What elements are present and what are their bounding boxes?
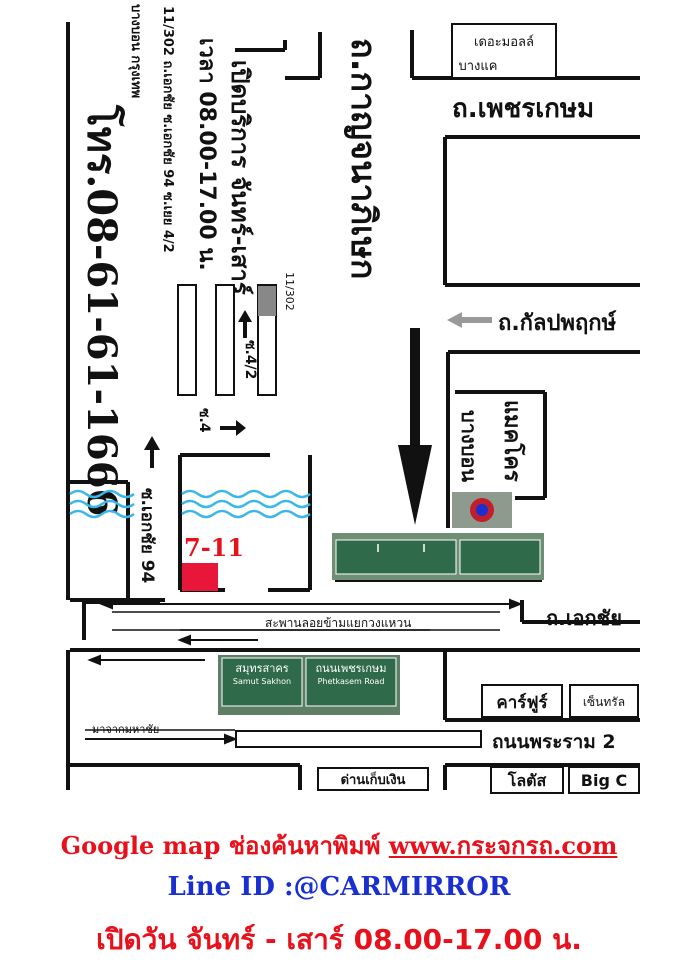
- lotus-box: [490, 766, 564, 794]
- phone-number: โทร.08-61-61-1666: [78, 104, 125, 516]
- the-mall-label-1: เดอะมอลล์: [474, 34, 534, 50]
- tollgate-box: [317, 767, 429, 791]
- pttsign-photo: [452, 492, 512, 528]
- makro-label: แมคโคร: [499, 400, 526, 482]
- road-lanes: [85, 611, 500, 731]
- road-ekkachai: ถ.เอกชัย: [546, 606, 622, 630]
- main-direction-arrow: [398, 328, 432, 525]
- open-hours-line1: เปิดบริการ จันทร์-เสาร์: [226, 60, 254, 295]
- road-rama2: ถนนพระราม 2: [492, 731, 616, 753]
- open-days: เปิดวัน จันทร์ - เสาร์ 08.00-17.00 น.: [96, 923, 582, 956]
- central-label: เซ็นทรัล: [583, 694, 625, 709]
- road-kanlapaphruek: ถ.กัลปพฤกษ์: [498, 310, 617, 336]
- sign-left-bottom: Samut Sakhon: [233, 677, 291, 686]
- small-arrows: [144, 310, 252, 468]
- soi-4-2: ซ.4/2: [242, 340, 258, 379]
- bigc-label: Big C: [581, 771, 627, 790]
- seven-eleven-marker: [182, 563, 218, 591]
- open-hours-line2: เวลา 08.00-17.00 น.: [194, 38, 219, 271]
- carrefour-label: คาร์ฟูร์: [496, 692, 548, 714]
- road-phetkasem: ถ.เพชรเกษม: [452, 94, 594, 124]
- highway-sign-top: [332, 533, 544, 580]
- google-map-prefix: Google map ช่องค้นหาพิมพ์: [60, 831, 389, 860]
- sign-left-top: สมุทรสาคร: [235, 662, 288, 675]
- tollgate-label: ด่านเก็บเงิน: [341, 770, 406, 788]
- canal: [69, 489, 311, 519]
- soi-4: ซ.4: [196, 408, 212, 433]
- website-link[interactable]: www.กระจกรถ.com: [388, 831, 618, 860]
- road-kanchanaphisek: ถ.กาญจนาภิเษก: [343, 38, 383, 279]
- the-mall-label-2: บางแค: [459, 59, 498, 74]
- house-number: 11/302: [283, 272, 296, 311]
- line-id: Line ID :@CARMIRROR: [167, 872, 511, 902]
- seven-eleven-label: 7-11: [184, 533, 244, 562]
- highway-sign-bottom: สมุทรสาคร Samut Sakhon ถนนเพชรเกษม Phetk…: [218, 655, 400, 715]
- carrefour-box: [481, 684, 563, 718]
- rama2-road: [235, 730, 482, 748]
- google-map-line: Google map ช่องค้นหาพิมพ์ www.กระจกรถ.co…: [0, 826, 678, 865]
- sign-right-top: ถนนเพชรเกษม: [315, 662, 386, 675]
- bigc-box: [568, 766, 640, 794]
- address-line2: บางบอน กรุงเทพ: [128, 4, 143, 98]
- lotus-label: โลตัส: [507, 770, 547, 790]
- makro-sub-label: บางบอน: [457, 410, 481, 482]
- kanlapaphruek-arrow: [447, 312, 492, 328]
- soi-ekkachai-94: ซ.เอกชัย 94: [137, 488, 157, 584]
- from-mahachai: มาจากมหาชัย: [92, 723, 159, 736]
- address-line1: 11/302 ถ.เอกชัย ซ.เอกชัย 94 ซ.เยย 4/2: [160, 6, 175, 253]
- location-map: เดอะมอลล์ บางแค ถ.เพชรเกษม ถ.กัลปพฤกษ์ ถ…: [66, 4, 640, 794]
- target-shop-marker: [258, 286, 276, 316]
- sign-right-bottom: Phetkasem Road: [318, 677, 385, 686]
- bridge-label: สะพานลอยข้ามแยกวงแหวน: [265, 616, 411, 630]
- ekkachai-arrows: [85, 598, 523, 745]
- the-mall-box: [451, 23, 557, 79]
- central-box: [569, 684, 639, 718]
